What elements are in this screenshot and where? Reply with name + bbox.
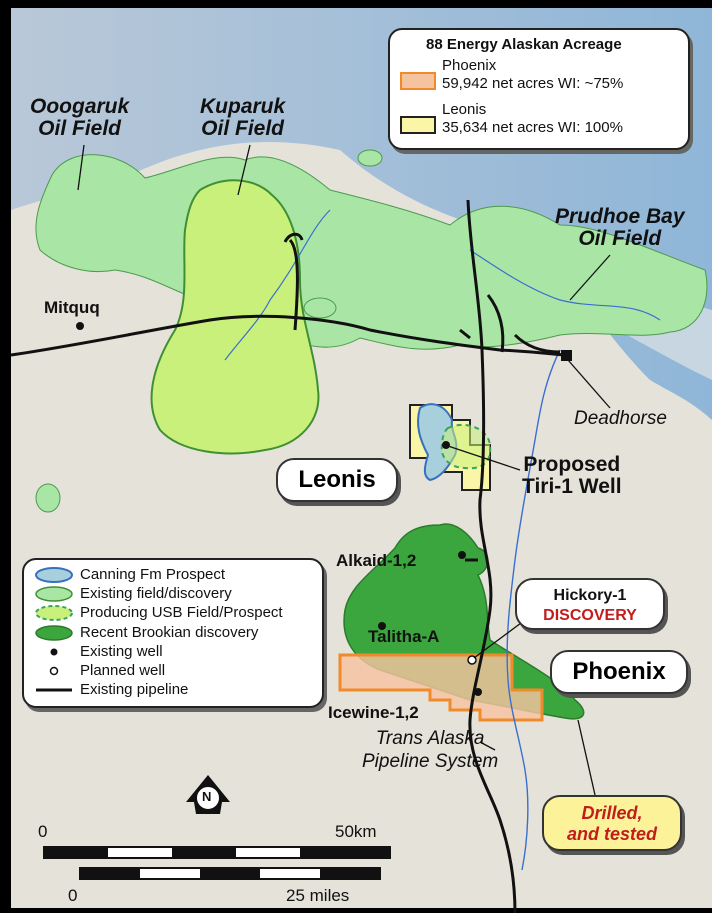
symbol-legend-swatches	[35, 567, 73, 692]
scale-mi-seg-3	[320, 868, 380, 879]
callout-hickory-line1: Hickory-1	[553, 587, 627, 604]
label-taps-line1: Trans Alaska	[375, 728, 485, 749]
swatch-canning	[35, 567, 73, 583]
label-icewine: Icewine-1,2	[328, 703, 419, 722]
well-alkaid	[458, 551, 466, 559]
leader-drilled	[577, 719, 596, 796]
pipeline-prudhoe-2	[513, 333, 561, 354]
pipelines	[10, 199, 566, 913]
leader-prudhoe	[569, 254, 611, 301]
deadhorse-leader	[567, 359, 611, 409]
well-talitha	[378, 622, 386, 630]
label-prudhoe-line1: Prudhoe Bay	[555, 205, 685, 228]
north-arrow	[186, 775, 230, 814]
pipeline-prudhoe-1	[486, 294, 505, 353]
label-kuparuk-line1: Kuparuk	[200, 95, 286, 118]
symbol-legend: Canning Fm Prospect Existing field/disco…	[22, 558, 324, 708]
existing-field-islet-1	[35, 483, 61, 513]
swatch-usb	[35, 605, 73, 621]
existing-field-islet-3	[303, 297, 337, 319]
label-prudhoe-line2: Oil Field	[578, 227, 662, 250]
swatch-brookian	[35, 625, 73, 641]
callout-hickory-line2: DISCOVERY	[543, 607, 637, 624]
scale-bar-mi	[79, 867, 381, 880]
label-tiri-line1: Proposed	[523, 453, 621, 476]
pipeline-prudhoe-3	[459, 328, 471, 340]
label-talitha: Talitha-A	[368, 627, 440, 646]
well-tiri	[442, 441, 450, 449]
existing-field-islet-2	[357, 149, 383, 167]
north-label: N	[202, 789, 212, 804]
scale-mi-start: 0	[68, 886, 78, 905]
scale-km-seg-1	[44, 847, 108, 858]
scale-mi-seg-2	[200, 868, 260, 879]
phoenix-swatch	[400, 72, 436, 90]
well-mitquq	[76, 322, 84, 330]
pipeline-main-trunk	[10, 314, 566, 357]
label-taps-line2: Pipeline System	[362, 751, 499, 772]
callout-drilled-line2: and tested	[566, 824, 658, 844]
swatch-existing-well	[50, 648, 58, 656]
legend-item-canning: Canning Fm Prospect	[80, 566, 226, 583]
legend-item-planned-well: Planned well	[80, 662, 166, 679]
callout-hickory: Hickory-1 DISCOVERY	[515, 578, 665, 630]
legend-item-pipeline: Existing pipeline	[80, 681, 189, 698]
label-taps: Trans Alaska Pipeline System	[362, 727, 498, 773]
leader-tiri	[447, 445, 521, 471]
leader-hickory	[473, 619, 526, 659]
legend-item-existing-well: Existing well	[80, 643, 163, 660]
river-main	[506, 349, 561, 871]
well-icewine	[474, 688, 482, 696]
phoenix-acreage	[338, 653, 544, 722]
label-alkaid: Alkaid-1,2	[336, 551, 417, 570]
river-east	[469, 249, 661, 321]
legend-item-brookian: Recent Brookian discovery	[80, 624, 259, 641]
label-tiri-line2: Tiri-1 Well	[522, 475, 622, 498]
scale-bar-km	[43, 846, 391, 859]
acreage-legend: 88 Energy Alaskan Acreage Phoenix 59,942…	[388, 28, 690, 150]
leader-kuparuk	[237, 144, 251, 196]
river-west	[224, 209, 331, 361]
north-arrow-circle	[195, 785, 221, 811]
swatch-existing	[35, 586, 73, 602]
leader-ooogaruk	[77, 144, 85, 191]
label-ooogaruk-line1: Ooogaruk	[30, 95, 130, 118]
scale-km-start: 0	[38, 822, 48, 841]
acreage-legend-title: 88 Energy Alaskan Acreage	[426, 36, 622, 53]
label-mitquq: Mitquq	[44, 298, 100, 317]
pipeline-taps	[466, 199, 517, 913]
label-ooogaruk: Ooogaruk Oil Field	[30, 96, 129, 140]
scale-km-end: 50km	[335, 822, 377, 841]
label-prudhoe: Prudhoe Bay Oil Field	[555, 206, 685, 250]
legend-item-usb: Producing USB Field/Prospect	[80, 604, 283, 621]
scale-km-seg-2	[172, 847, 236, 858]
phoenix-legend-detail: 59,942 net acres WI: ~75%	[442, 75, 624, 92]
scale-mi-seg-1	[80, 868, 140, 879]
label-kuparuk-line2: Oil Field	[201, 117, 285, 140]
label-ooogaruk-line2: Oil Field	[38, 117, 122, 140]
scale-km-seg-3	[300, 847, 390, 858]
swatch-planned-well	[49, 666, 59, 676]
callout-drilled-line1: Drilled,	[581, 803, 643, 823]
leonis-swatch	[400, 116, 436, 134]
leader-taps	[479, 741, 496, 751]
leonis-legend-name: Leonis	[442, 101, 487, 118]
label-kuparuk: Kuparuk Oil Field	[200, 96, 285, 140]
pipeline-kuparuk-top	[283, 232, 304, 243]
pipeline-kuparuk-loop	[288, 238, 299, 331]
deadhorse-marker	[561, 350, 572, 361]
callout-leonis: Leonis	[276, 458, 398, 502]
label-tiri: Proposed Tiri-1 Well	[522, 454, 622, 498]
label-deadhorse: Deadhorse	[574, 408, 667, 429]
scale-mi-end: 25 miles	[286, 886, 350, 905]
leader-lines	[77, 144, 611, 796]
phoenix-legend-name: Phoenix	[442, 57, 497, 74]
callout-phoenix: Phoenix	[550, 650, 688, 694]
leonis-legend-detail: 35,634 net acres WI: 100%	[442, 119, 623, 136]
legend-item-existing: Existing field/discovery	[80, 585, 232, 602]
callout-drilled: Drilled, and tested	[542, 795, 682, 851]
